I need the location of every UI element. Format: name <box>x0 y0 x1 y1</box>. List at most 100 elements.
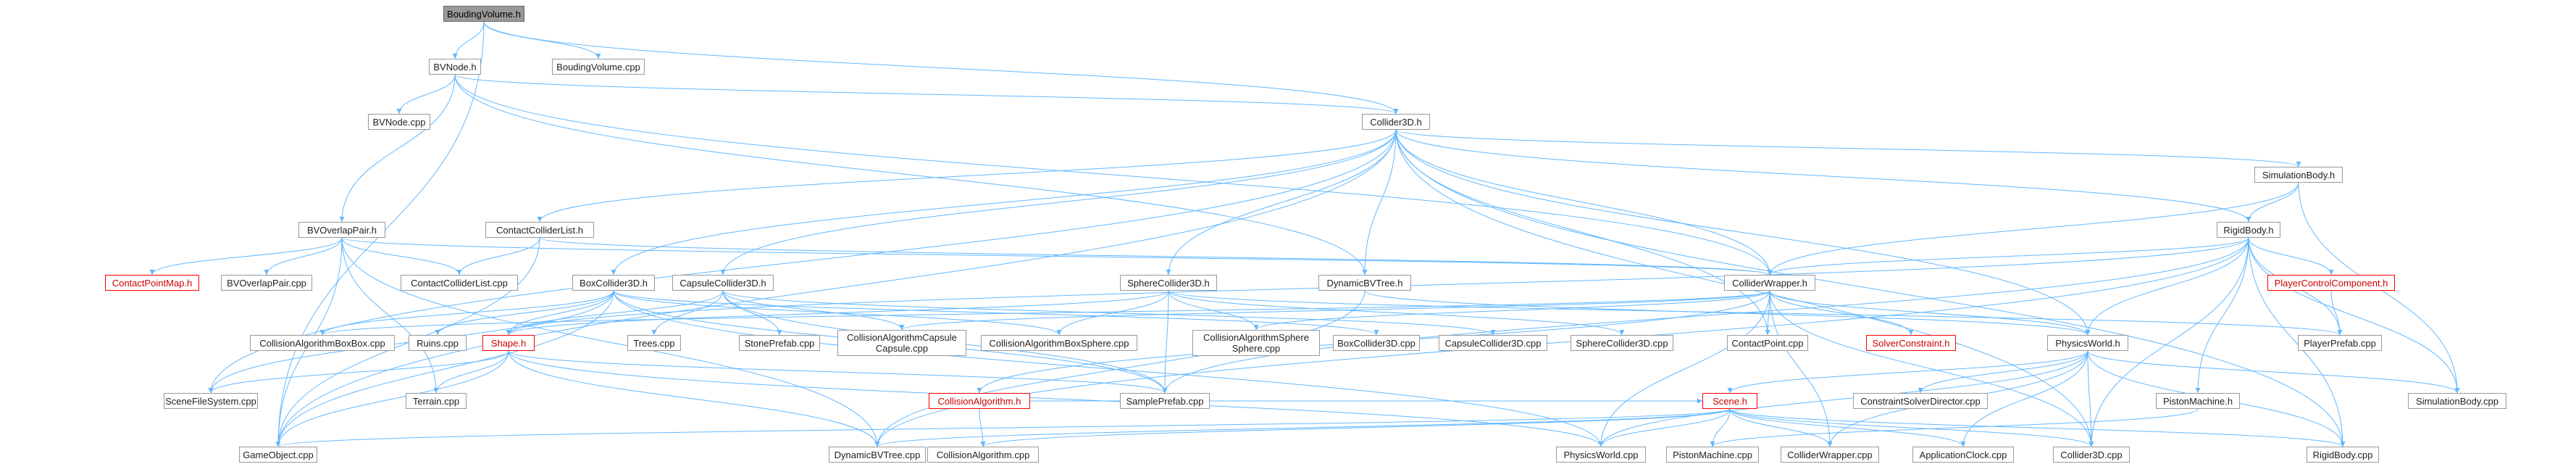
edge-colliderwrapper_h-to-collisionalgorithmcapsulecapsule_cpp <box>899 290 1770 331</box>
edge-colliderwrapper_h-to-physicsworld_h <box>1769 290 2091 336</box>
node-contactcolliderlist-cpp[interactable]: ContactColliderList.cpp <box>401 275 518 291</box>
edge-bvnode_h-to-bvnode_cpp <box>396 74 456 115</box>
node-bvnode-cpp[interactable]: BVNode.cpp <box>368 114 430 130</box>
node-shape-h[interactable]: Shape.h <box>482 335 535 351</box>
edge-shape_h-to-terrain_cpp <box>433 350 509 394</box>
edge-capsulecollider3d_h-to-shape_h <box>506 290 724 336</box>
node-stoneprefab-cpp[interactable]: StonePrefab.cpp <box>739 335 820 351</box>
edge-bvnode_h-to-colliderwrapper_h <box>454 74 1773 276</box>
edge-capsulecollider3d_h-to-collisionalgorithmcapsulecapsule_cpp <box>722 290 905 331</box>
node-rigidbody-h[interactable]: RigidBody.h <box>2217 222 2280 238</box>
edge-bvoverlappair_h-to-contactpointmap_h <box>149 237 343 276</box>
edge-spherecollider3d_h-to-spherecollider3d_cpp <box>1168 290 1625 336</box>
node-physicsworld-cpp[interactable]: PhysicsWorld.cpp <box>1556 447 1646 463</box>
node-pistonmachine-cpp[interactable]: PistonMachine.cpp <box>1666 447 1759 463</box>
edge-spherecollider3d_h-to-collisionalgorithmboxsphere_cpp <box>1056 290 1169 336</box>
node-simulationbody-h[interactable]: SimulationBody.h <box>2254 167 2343 183</box>
node-boudingvolume-h[interactable]: BoudingVolume.h <box>443 6 524 22</box>
edge-bvoverlappair_h-to-dynamicbvtree_cpp <box>341 237 880 447</box>
node-boxcollider3d-h[interactable]: BoxCollider3D.h <box>572 275 655 291</box>
edge-boxcollider3d_h-to-boxcollider3d_cpp <box>613 290 1379 336</box>
edge-boxcollider3d_h-to-gameobject_cpp <box>275 290 614 447</box>
node-playerprefab-cpp[interactable]: PlayerPrefab.cpp <box>2298 335 2382 351</box>
node-contactpoint-cpp[interactable]: ContactPoint.cpp <box>1727 335 1808 351</box>
edge-playercontrolcomponent_h-to-playerprefab_cpp <box>2330 290 2343 336</box>
edge-rigidbody_h-to-simulationbody_cpp <box>2248 237 2460 394</box>
node-sampleprefab-cpp[interactable]: SamplePrefab.cpp <box>1120 393 1210 409</box>
node-applicationclock-cpp[interactable]: ApplicationClock.cpp <box>1912 447 2014 463</box>
node-spherecollider3d-h[interactable]: SphereCollider3D.h <box>1120 275 1217 291</box>
edge-boxcollider3d_h-to-ruins_cpp <box>435 290 614 336</box>
node-pistonmachine-h[interactable]: PistonMachine.h <box>2156 393 2240 409</box>
edge-scene_h-to-colliderwrapper_cpp <box>1729 408 1833 447</box>
node-dynamicbvtree-cpp[interactable]: DynamicBVTree.cpp <box>829 447 926 463</box>
edge-collider3d_h-to-rigidbody_h <box>1395 129 2251 223</box>
edge-rigidbody_h-to-pistonmachine_h <box>2195 237 2249 394</box>
node-boxcollider3d-cpp[interactable]: BoxCollider3D.cpp <box>1333 335 1420 351</box>
edge-shape_h-to-physicsworld_cpp <box>508 350 1604 447</box>
node-collisionalgorithmboxbox-cpp[interactable]: CollisionAlgorithmBoxBox.cpp <box>250 335 395 351</box>
node-trees-cpp[interactable]: Trees.cpp <box>627 335 681 351</box>
node-capsulecollider3d-cpp[interactable]: CapsuleCollider3D.cpp <box>1439 335 1547 351</box>
edge-colliderwrapper_h-to-physicsworld_cpp <box>1598 290 1770 447</box>
edge-simulationbody_h-to-rigidbody_h <box>2246 182 2299 223</box>
edge-bvnode_h-to-dynamicbvtree_h <box>454 74 1368 276</box>
node-contactcolliderlist-h[interactable]: ContactColliderList.h <box>485 222 594 238</box>
edge-scene_h-to-applicationclock_cpp <box>1729 408 1966 447</box>
node-bvoverlappair-cpp[interactable]: BVOverlapPair.cpp <box>221 275 312 291</box>
edge-rigidbody_h-to-sampleprefab_cpp <box>1162 237 2249 394</box>
node-spherecollider3d-cpp[interactable]: SphereCollider3D.cpp <box>1571 335 1673 351</box>
edge-scene_h-to-collisionalgorithm_cpp <box>980 408 1731 447</box>
node-collisionalgorithm-h[interactable]: CollisionAlgorithm.h <box>929 393 1030 409</box>
edge-bouding_h-to-collider3d_h <box>483 21 1399 115</box>
edge-bvoverlappair_h-to-colliderwrapper_h <box>341 237 1772 276</box>
node-physicsworld-h[interactable]: PhysicsWorld.h <box>2047 335 2128 351</box>
node-collider3d-cpp[interactable]: Collider3D.cpp <box>2053 447 2130 463</box>
edge-bvoverlappair_h-to-contactcolliderlist_cpp <box>341 237 462 276</box>
edge-bouding_h-to-bvnode_h <box>452 21 485 59</box>
node-colliderwrapper-cpp[interactable]: ColliderWrapper.cpp <box>1781 447 1879 463</box>
edge-rigidbody_h-to-colliderwrapper_h <box>1767 237 2249 276</box>
edge-rigidbody_h-to-physicsworld_h <box>2085 237 2249 336</box>
node-collisionalgorithmboxsphere-cpp[interactable]: CollisionAlgorithmBoxSphere.cpp <box>981 335 1137 351</box>
edge-physicsworld_h-to-applicationclock_cpp <box>1960 350 2088 447</box>
edge-scene_h-to-gameobject_cpp <box>276 408 1731 447</box>
node-solverconstraint-h[interactable]: SolverConstraint.h <box>1866 335 1956 351</box>
edge-spherecollider3d_h-to-playerprefab_cpp <box>1168 290 2343 336</box>
edge-contactcolliderlist_h-to-contactcolliderlist_cpp <box>456 237 540 276</box>
node-capsulecollider3d-h[interactable]: CapsuleCollider3D.h <box>672 275 774 291</box>
edge-rigidbody_h-to-playercontrolcomponent_h <box>2248 237 2334 276</box>
node-dynamicbvtree-h[interactable]: DynamicBVTree.h <box>1318 275 1411 291</box>
node-simulationbody-cpp[interactable]: SimulationBody.cpp <box>2408 393 2506 409</box>
node-scenefilesystem-cpp[interactable]: SceneFileSystem.cpp <box>164 393 258 409</box>
edge-capsulecollider3d_h-to-trees_cpp <box>651 290 724 336</box>
node-collider3d-h[interactable]: Collider3D.h <box>1362 114 1430 130</box>
node-rigidbody-cpp[interactable]: RigidBody.cpp <box>2307 447 2379 463</box>
node-boudingvolume-cpp[interactable]: BoudingVolume.cpp <box>552 59 645 75</box>
edge-collider3d_h-to-contactcolliderlist_h <box>537 129 1397 223</box>
edge-scene_h-to-collider3d_cpp <box>1729 408 2094 447</box>
node-constraintsolverdirector-cpp[interactable]: ConstraintSolverDirector.cpp <box>1853 393 1988 409</box>
edge-physicsworld_h-to-physicsworld_cpp <box>1598 350 2088 447</box>
node-bvoverlappair-h[interactable]: BVOverlapPair.h <box>298 222 385 238</box>
edge-collider3d_h-to-rigidbody_cpp <box>1395 129 2346 447</box>
edge-physicsworld_h-to-simulationbody_cpp <box>2087 350 2460 394</box>
node-scene-h[interactable]: Scene.h <box>1702 393 1757 409</box>
edge-scene_h-to-rigidbody_cpp <box>1729 408 2346 447</box>
edge-bvoverlappair_h-to-bvoverlappair_cpp <box>264 237 343 276</box>
edge-spherecollider3d_h-to-sampleprefab_cpp <box>1162 290 1169 394</box>
node-terrain-cpp[interactable]: Terrain.cpp <box>406 393 467 409</box>
edge-contactcolliderlist_h-to-colliderwrapper_h <box>539 237 1773 276</box>
node-collisionalgorithm-cpp[interactable]: CollisionAlgorithm.cpp <box>927 447 1039 463</box>
edge-collider3d_h-to-physicsworld_h <box>1395 129 2091 336</box>
edge-simulationbody_h-to-colliderwrapper_h <box>1767 182 2299 276</box>
node-bvnode-h[interactable]: BVNode.h <box>429 59 481 75</box>
node-playercontrolcomponent-h[interactable]: PlayerControlComponent.h <box>2267 275 2395 291</box>
node-gameobject-cpp[interactable]: GameObject.cpp <box>239 447 317 463</box>
node-ruins-cpp[interactable]: Ruins.cpp <box>409 335 467 351</box>
node-colliderwrapper-h[interactable]: ColliderWrapper.h <box>1724 275 1815 291</box>
node-contactpointmap-h[interactable]: ContactPointMap.h <box>105 275 199 291</box>
edge-boxcollider3d_h-to-collisionalgorithmboxbox_cpp <box>319 290 614 336</box>
